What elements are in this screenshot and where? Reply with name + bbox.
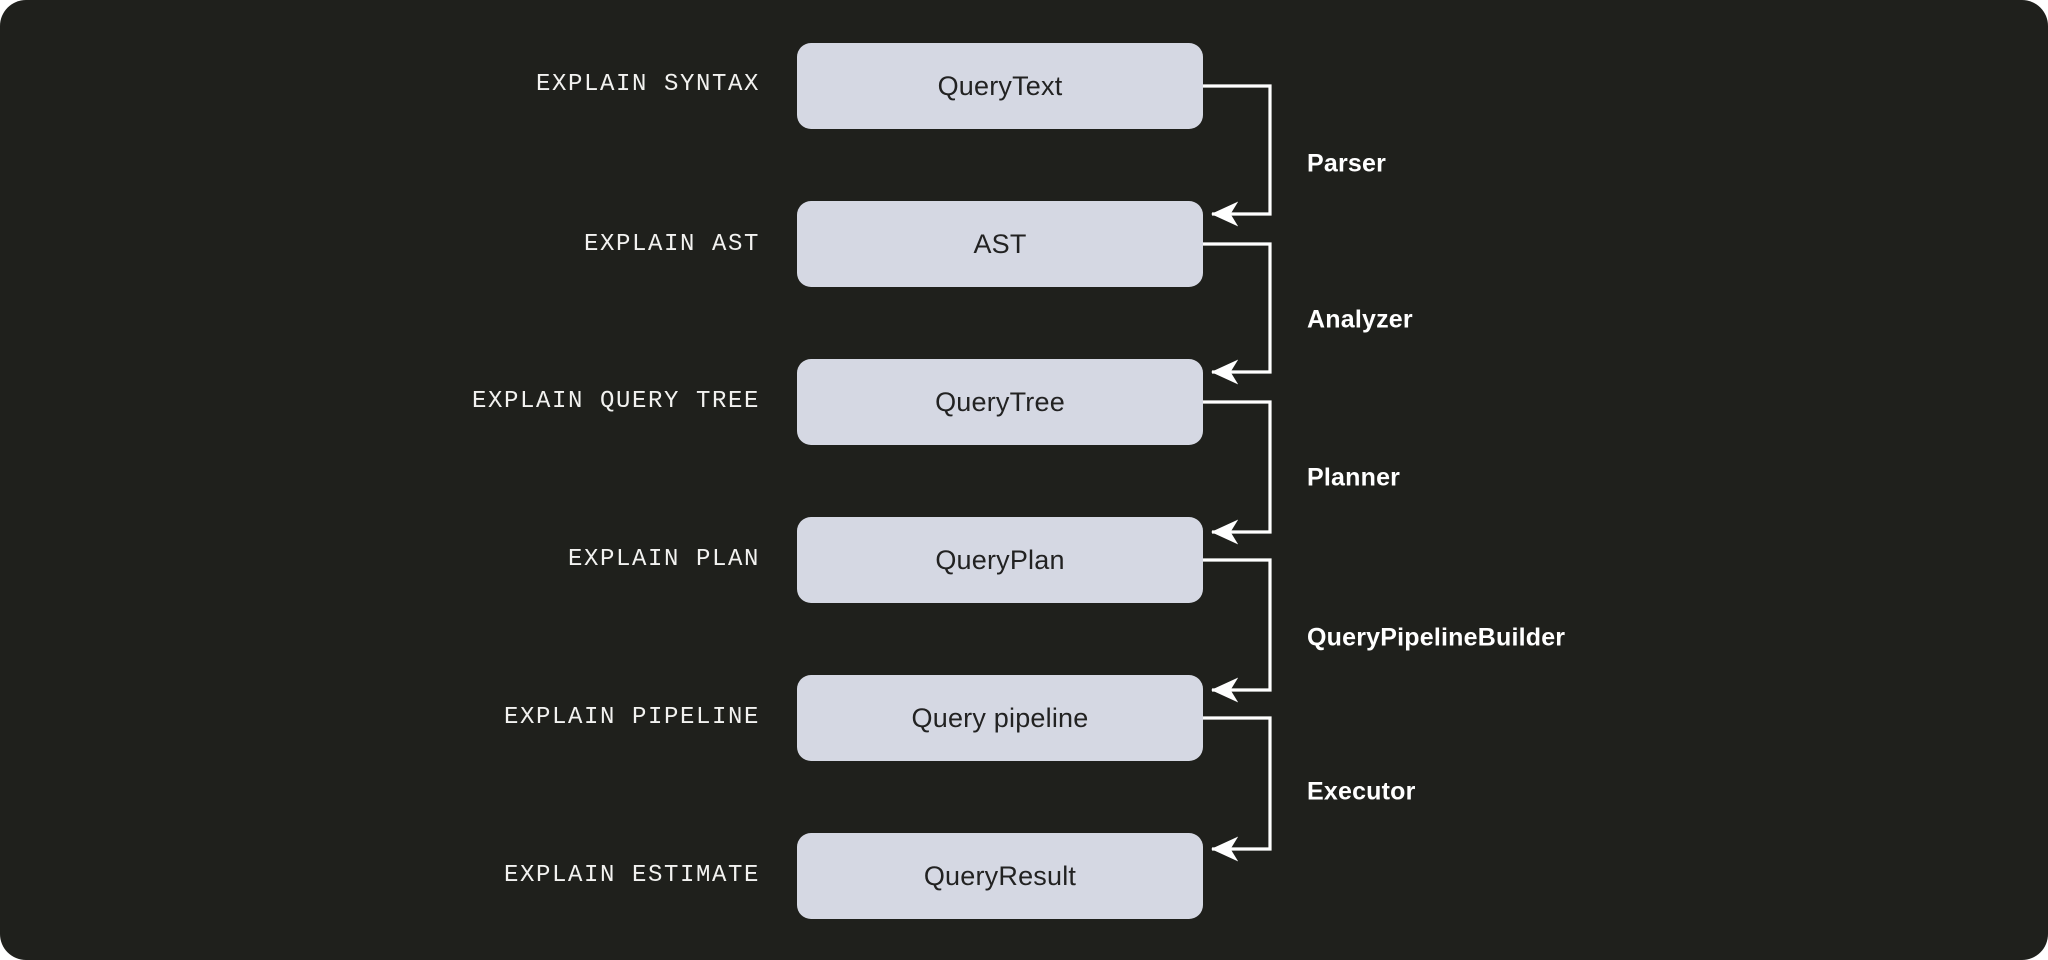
planner-connector xyxy=(1203,400,1272,545)
stage-label-planner: Planner xyxy=(1307,463,1401,492)
parser-connector xyxy=(1203,84,1272,227)
command-label-explain-ast: EXPLAIN AST xyxy=(583,231,760,258)
command-label-explain-estimate: EXPLAIN ESTIMATE xyxy=(503,862,760,889)
node-box-query-plan: QueryPlan xyxy=(797,517,1203,603)
node-box-query-tree: QueryTree xyxy=(797,359,1203,445)
node-box-query-pipeline: Query pipeline xyxy=(797,675,1203,761)
stage-label-executor: Executor xyxy=(1307,777,1416,806)
command-label-explain-plan: EXPLAIN PLAN xyxy=(567,546,760,573)
command-label-explain-query-tree: EXPLAIN QUERY TREE xyxy=(471,388,760,415)
command-label-explain-syntax: EXPLAIN SYNTAX xyxy=(535,71,760,98)
analyzer-connector xyxy=(1203,242,1272,385)
node-box-query-result: QueryResult xyxy=(797,833,1203,919)
node-box-ast: AST xyxy=(797,201,1203,287)
command-label-explain-pipeline: EXPLAIN PIPELINE xyxy=(503,704,760,731)
executor-connector xyxy=(1203,716,1272,862)
pipeline-builder-connector xyxy=(1203,558,1272,703)
stage-label-query-pipeline-builder: QueryPipelineBuilder xyxy=(1307,623,1566,652)
node-box-query-text: QueryText xyxy=(797,43,1203,129)
stage-label-analyzer: Analyzer xyxy=(1307,305,1413,334)
stage-label-parser: Parser xyxy=(1307,149,1387,178)
